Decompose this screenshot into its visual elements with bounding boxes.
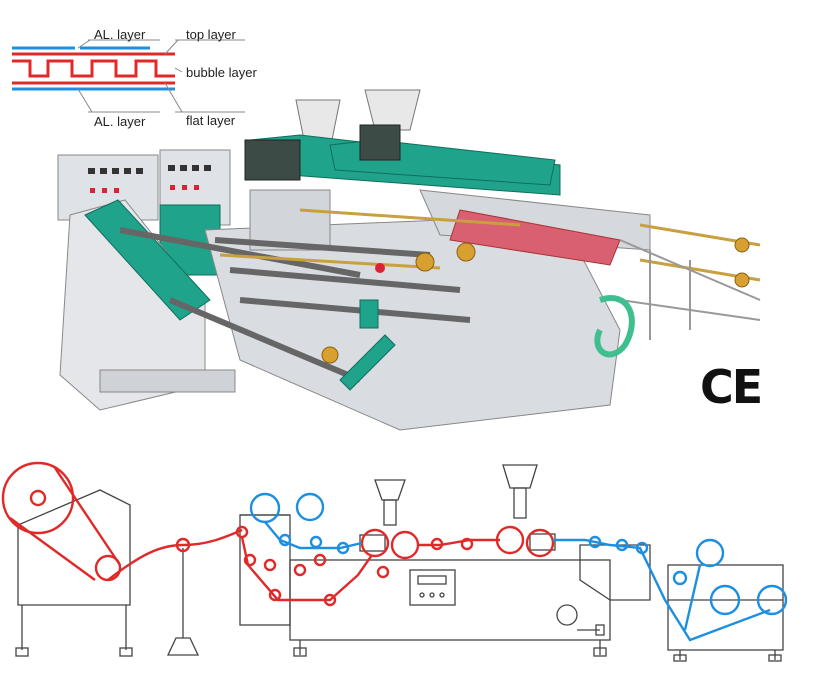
al-layer-bottom-label: AL. layer [94,114,146,129]
bubble-layer-label: bubble layer [186,65,257,80]
ce-mark: CE [700,360,763,414]
layer-structure-diagram [12,39,245,113]
blue-film-path [249,492,788,642]
red-film-path [1,461,555,607]
machine-photo [57,89,761,431]
al-layer-top-label: AL. layer [94,27,146,42]
top-layer-label: top layer [186,27,236,42]
flat-layer-label: flat layer [186,113,236,128]
